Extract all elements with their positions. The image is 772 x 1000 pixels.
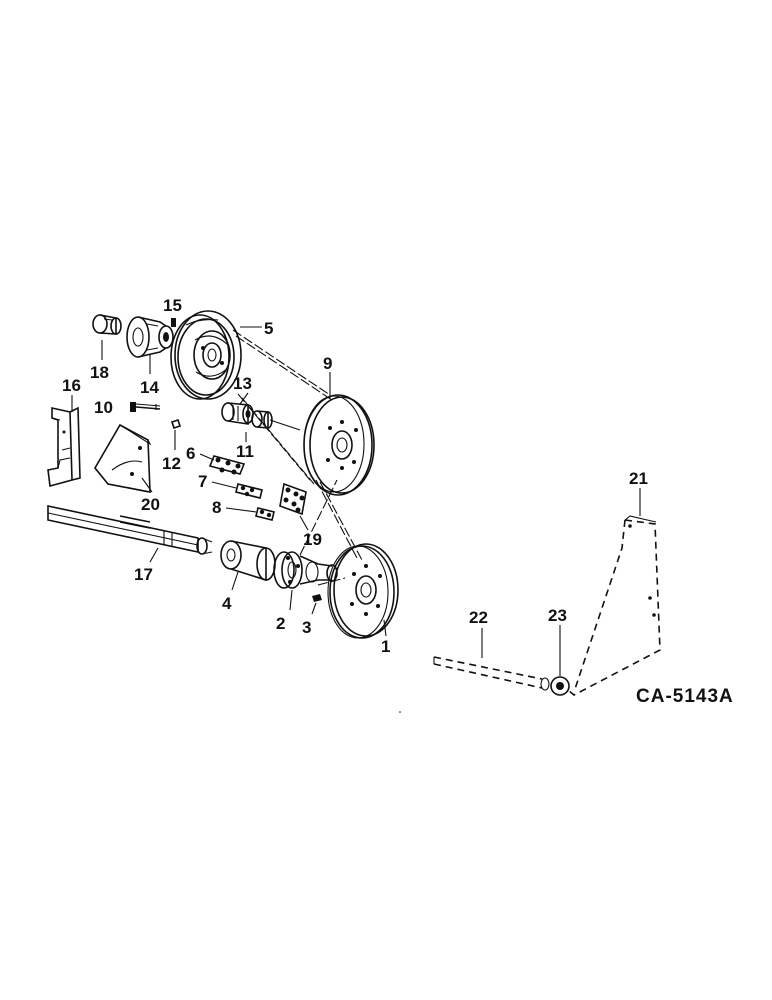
callout-7: 7 [198,472,207,491]
callout-18: 18 [90,363,109,382]
callout-17: 17 [134,565,153,584]
leader-2 [289,589,293,611]
leader-13 [239,392,249,405]
callout-21: 21 [629,469,648,488]
callout-6: 6 [186,444,195,463]
callout-8: 8 [212,498,221,517]
part-20-mounting-plate [94,423,152,493]
part-11-spacer [251,410,301,431]
callout-2: 2 [276,614,285,633]
stray-mark [399,711,401,713]
leader-3 [311,602,317,615]
drawing-code: CA-5143A [636,686,734,707]
part-18-coupling [92,314,122,335]
part-22-rod [433,656,550,691]
callout-19: 19 [303,530,322,549]
callout-23: 23 [548,606,567,625]
leader-17 [149,547,159,563]
part-1-lower-pulley [327,543,399,639]
part-9-upper-pulley [303,394,375,496]
callout-10: 10 [94,398,113,417]
callout-16: 16 [62,376,81,395]
part-6-chain-link [208,455,246,475]
part-5-drive-sheave [170,310,242,400]
callout-12: 12 [162,454,181,473]
callout-22: 22 [469,608,488,627]
callout-13: 13 [233,374,252,393]
leader-6 [199,453,215,461]
callout-9: 9 [323,354,332,373]
callout-3: 3 [302,618,311,637]
leader-20 [141,477,153,493]
callout-15: 15 [163,296,182,315]
part-2-hub-flange [273,551,338,589]
callout-14: 14 [140,378,159,397]
part-16-bracket [47,406,81,488]
part-8-chain-link [255,507,275,521]
leader-1 [383,619,387,637]
callout-20: 20 [141,495,160,514]
callout-4: 4 [222,594,232,613]
part-15-set-screw [171,318,176,327]
part-19-chain-section [279,482,307,516]
part-13-bushing [221,402,254,425]
leader-19 [299,515,309,531]
part-4-sleeve [220,540,276,582]
callout-11: 11 [236,442,254,461]
leader-7 [211,481,237,489]
callout-5: 5 [264,319,273,338]
leader-4 [231,571,239,591]
part-3-key [312,594,322,602]
part-10-bolt [130,402,161,412]
part-17-drive-shaft [47,505,213,555]
part-21-guard-panel [567,515,661,696]
part-23-washer [550,676,570,696]
part-12-nut [170,418,182,430]
part-7-chain-link [235,483,263,499]
callout-1: 1 [381,637,390,656]
part-14-bearing-hub [126,316,174,358]
leader-8 [225,507,257,513]
